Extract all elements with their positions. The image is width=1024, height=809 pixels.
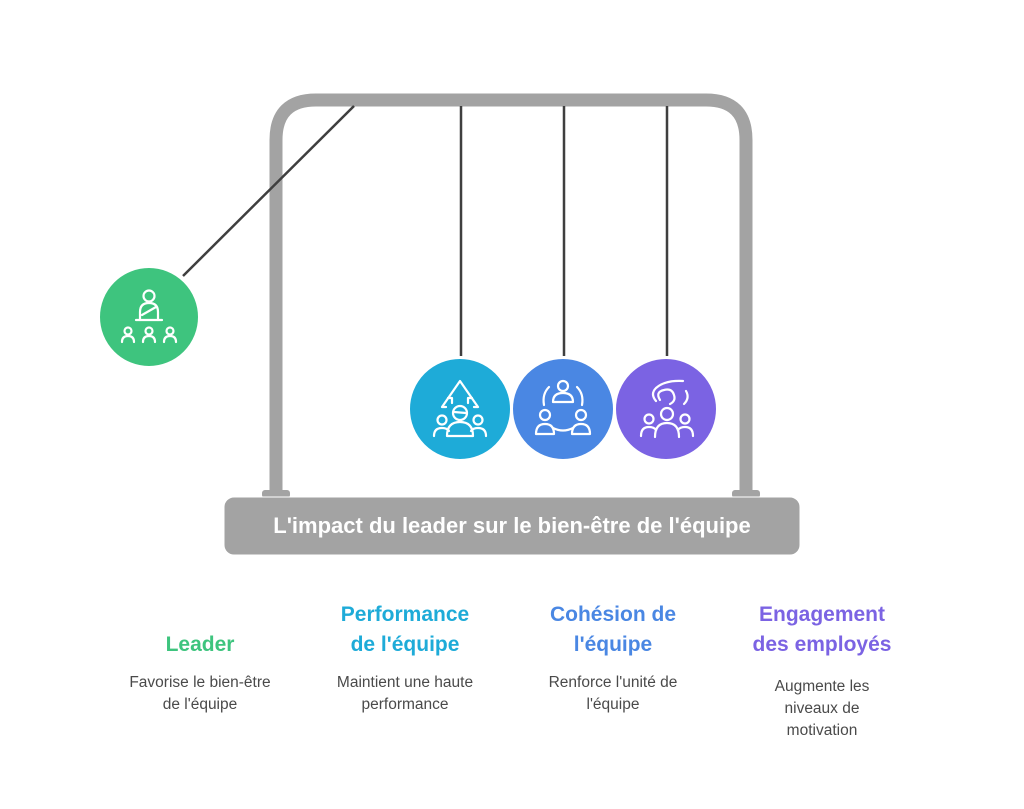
label-title: Leader <box>100 630 300 660</box>
title-line: des employés <box>752 633 892 656</box>
title-line: Performance <box>340 603 470 626</box>
label-title: Engagement des employés <box>722 600 922 660</box>
label-engagement: Engagement des employés Augmente les niv… <box>722 600 922 742</box>
ball-cohesion <box>511 357 615 461</box>
desc-line: motivation <box>786 722 858 739</box>
team-circle-icon <box>534 379 592 436</box>
desc-line: niveaux de <box>784 700 860 717</box>
title-line: Leader <box>165 633 235 656</box>
label-description: Favorise le bien-être de l'équipe <box>100 672 300 716</box>
label-description: Augmente les niveaux de motivation <box>722 676 922 742</box>
diagram-title: L'impact du leader sur le bien-être de l… <box>273 513 751 538</box>
string-leader <box>182 105 355 277</box>
ball-leader <box>98 266 200 368</box>
label-description: Renforce l'unité de l'équipe <box>513 672 713 716</box>
desc-line: Renforce l'unité de <box>548 674 678 691</box>
label-cohesion: Cohésion de l'équipe Renforce l'unité de… <box>513 600 713 716</box>
frame-foot-left <box>262 490 290 498</box>
team-growth-arrow-icon <box>432 379 488 438</box>
speaker-audience-icon <box>120 289 178 344</box>
title-line: de l'équipe <box>350 633 460 656</box>
desc-line: Augmente les <box>774 678 870 695</box>
title-line: Cohésion de <box>549 603 676 626</box>
title-line: l'équipe <box>573 633 653 656</box>
hand-over-group-icon <box>639 379 695 439</box>
cradle-frame <box>269 93 753 494</box>
desc-line: Maintient une haute <box>336 674 474 691</box>
ball-engagement <box>614 357 718 461</box>
frame-foot-right <box>732 490 760 498</box>
label-title: Performance de l'équipe <box>305 600 505 660</box>
desc-line: Favorise le bien-être <box>129 674 271 691</box>
label-performance: Performance de l'équipe Maintient une ha… <box>305 600 505 716</box>
cradle-base <box>223 496 801 556</box>
title-line: Engagement <box>758 603 886 626</box>
label-leader: Leader Favorise le bien-être de l'équipe <box>100 630 300 716</box>
desc-line: de l'équipe <box>162 696 238 713</box>
label-title: Cohésion de l'équipe <box>513 600 713 660</box>
label-description: Maintient une haute performance <box>305 672 505 716</box>
desc-line: l'équipe <box>586 696 640 713</box>
desc-line: performance <box>361 696 449 713</box>
ball-performance <box>408 357 512 461</box>
